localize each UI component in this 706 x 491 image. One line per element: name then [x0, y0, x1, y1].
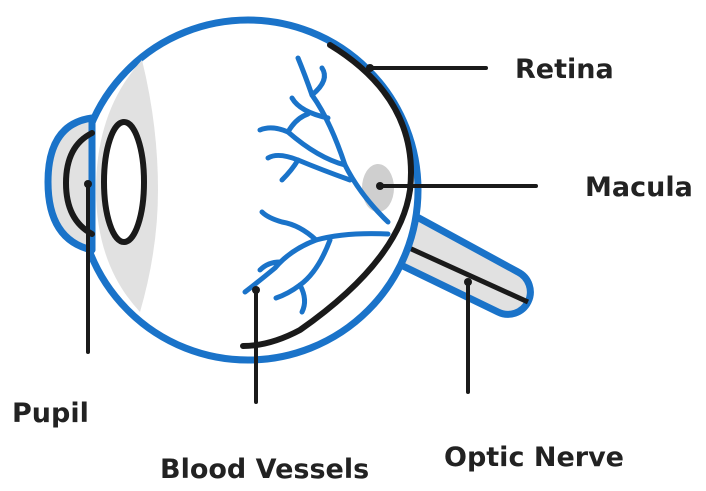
macula-label: Macula [585, 172, 693, 203]
optic-nerve-label: Optic Nerve [444, 442, 624, 473]
blood-vessels-label: Blood Vessels [160, 454, 369, 485]
pupil-label: Pupil [12, 398, 89, 429]
retina-label: Retina [515, 54, 614, 85]
lens [104, 122, 144, 242]
